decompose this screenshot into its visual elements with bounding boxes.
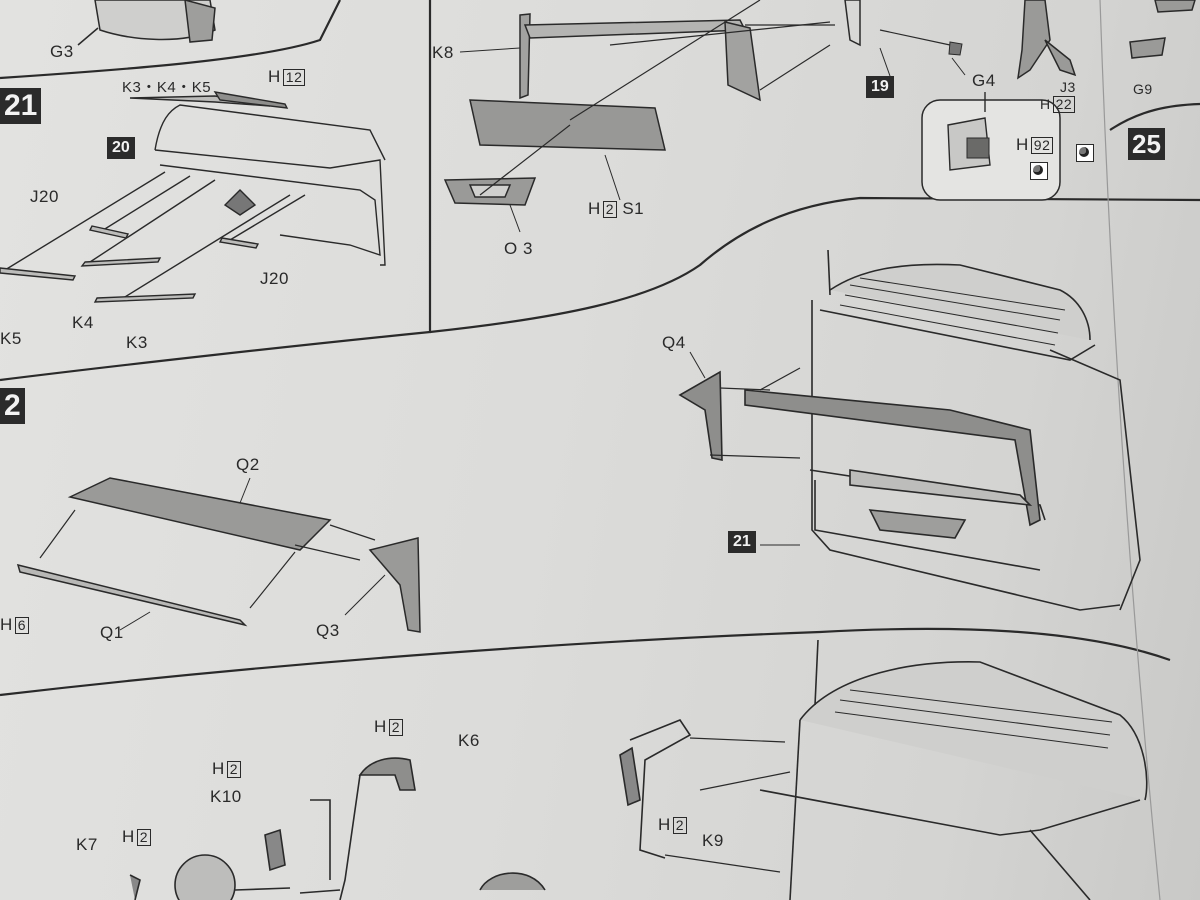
divider-top-right (1109, 102, 1200, 131)
cab-step21 (678, 249, 1141, 611)
bottom-parts (129, 639, 1148, 900)
roof-ribs (839, 277, 1066, 346)
part-label: J3 (1060, 79, 1076, 95)
step-number-badge: 25 (1128, 128, 1165, 160)
step-number-badge: 21 (0, 88, 42, 124)
part-label: Q4 (662, 333, 686, 352)
part-label: K5 (0, 329, 22, 348)
divider-step21-box (0, 0, 432, 382)
step19-parts (443, 0, 951, 206)
part-label: K9 (702, 831, 724, 850)
part-label: K10 (210, 787, 242, 806)
part-label: J20 (260, 269, 289, 288)
step-number-badge: 2 (0, 388, 25, 424)
step-number-badge: 21 (728, 531, 756, 553)
paint-color-icon (1076, 144, 1094, 162)
part-label: G9 (1133, 81, 1153, 97)
divider-step22-bottom (0, 627, 1171, 697)
paint-color-icon (1030, 162, 1048, 180)
step22-parts (16, 477, 421, 633)
part-label: K7 (76, 835, 98, 854)
page-gutter-right (1099, 0, 1161, 900)
part-g3 (77, 0, 216, 46)
part-label: Q2 (236, 455, 260, 474)
step-number-badge: 19 (866, 76, 894, 98)
step-number-badge: 20 (107, 137, 135, 159)
g4-detail-box (921, 41, 1061, 201)
roof-ribs-bottom (834, 689, 1113, 749)
leader-lines (119, 47, 966, 631)
step21-parts (0, 91, 386, 303)
part-label: G3 (50, 42, 74, 61)
part-label: Q3 (316, 621, 340, 640)
part-label: K3・K4・K5 (122, 79, 212, 96)
part-label: K8 (432, 43, 454, 62)
part-j3 (1017, 0, 1077, 80)
part-label: G4 (972, 71, 996, 90)
part-g9 (1129, 0, 1196, 59)
part-label: Q1 (100, 623, 124, 642)
part-label: K6 (458, 731, 480, 750)
divider-step22-top (429, 196, 1200, 334)
part-label: O 3 (504, 239, 533, 258)
part-label: J20 (30, 187, 59, 206)
part-label: K4 (72, 313, 94, 332)
part-label: K3 (126, 333, 148, 352)
